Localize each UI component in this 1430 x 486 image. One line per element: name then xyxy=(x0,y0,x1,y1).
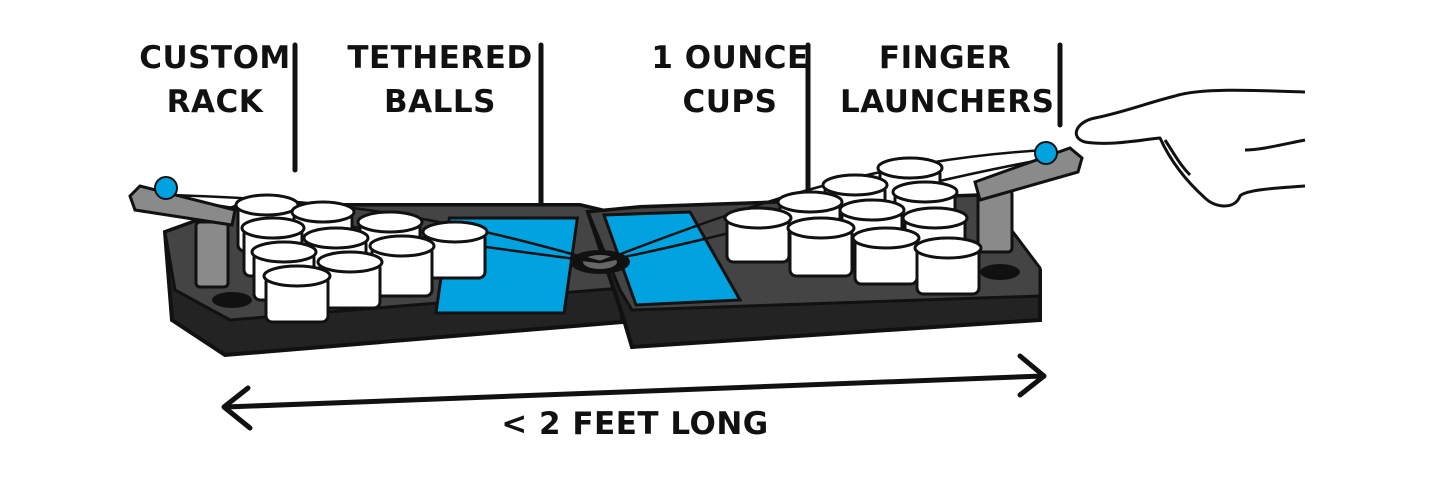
left-cups xyxy=(234,193,489,324)
label-tethered-balls-line2: BALLS xyxy=(384,84,496,120)
cup-hole-left xyxy=(212,292,252,308)
label-finger-launchers: FINGER LAUNCHERS xyxy=(840,36,1055,124)
label-finger-launchers-line2: LAUNCHERS xyxy=(840,84,1055,120)
cup xyxy=(421,220,489,280)
launcher-left xyxy=(128,176,237,227)
length-arrow xyxy=(221,353,1047,431)
cup xyxy=(723,206,793,264)
label-tethered-balls: TETHERED BALLS xyxy=(340,36,540,124)
ball-left xyxy=(154,176,178,200)
cup-hole-right xyxy=(980,264,1020,280)
cup xyxy=(316,250,384,310)
launcher-post-left xyxy=(194,220,230,289)
label-length: < 2 FEET LONG xyxy=(501,406,769,442)
label-custom-rack-line1: CUSTOM xyxy=(139,40,291,76)
label-tethered-balls-line1: TETHERED xyxy=(347,40,533,76)
launcher-right xyxy=(973,141,1084,202)
blue-panel-right xyxy=(601,210,743,307)
label-one-ounce-cups: 1 OUNCE CUPS xyxy=(640,36,820,124)
label-custom-rack: CUSTOM RACK xyxy=(130,36,300,124)
cup xyxy=(913,236,983,296)
cup xyxy=(851,226,921,286)
label-one-ounce-cups-line2: CUPS xyxy=(682,84,778,120)
cup xyxy=(262,264,332,324)
hand-illustration xyxy=(1074,88,1306,208)
label-one-ounce-cups-line1: 1 OUNCE xyxy=(651,40,809,76)
cup xyxy=(786,216,856,278)
ball-right xyxy=(1034,141,1058,165)
label-custom-rack-line2: RACK xyxy=(166,84,264,120)
label-finger-launchers-line1: FINGER xyxy=(878,40,1012,76)
right-cups xyxy=(723,156,983,296)
